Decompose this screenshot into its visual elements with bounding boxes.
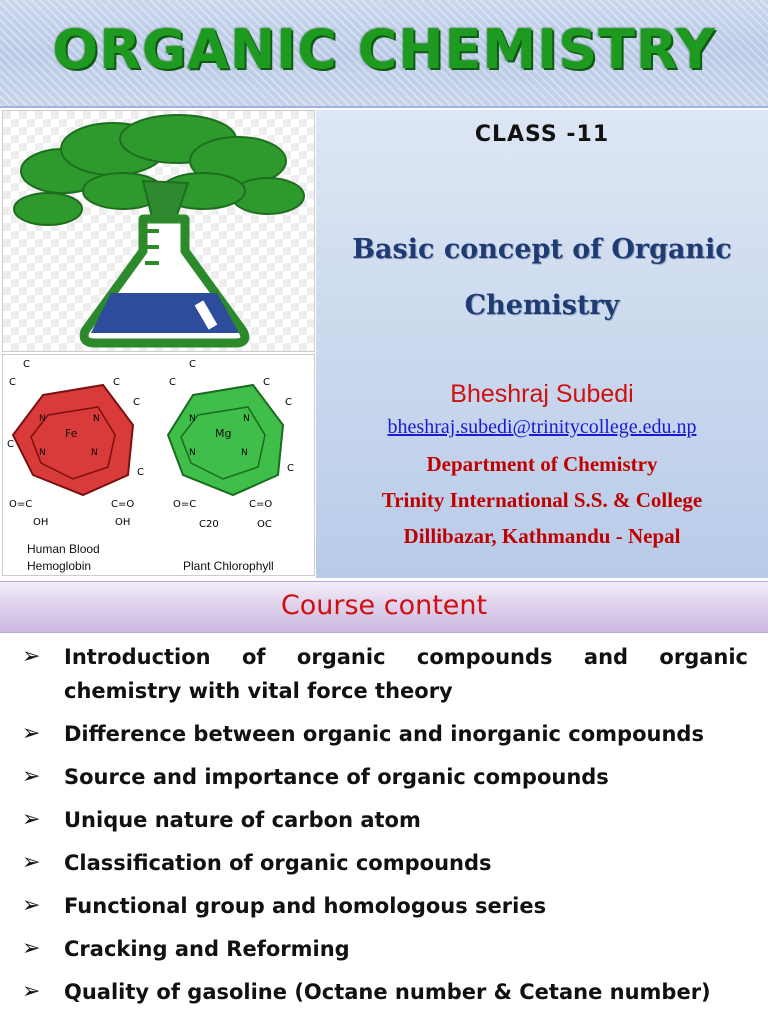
svg-text:N: N [93, 414, 100, 424]
svg-text:OH: OH [115, 517, 130, 528]
course-content-title: Course content [280, 590, 488, 621]
molecule-image: Fe N N N N C C C C C C O=C OH C=O OH Mg … [2, 354, 315, 576]
list-item: ➢Functional group and homologous series [0, 889, 768, 923]
svg-text:C: C [285, 397, 292, 408]
svg-text:C20: C20 [199, 519, 219, 530]
info-panel: CLASS -11 Basic concept of Organic Chemi… [316, 110, 768, 578]
svg-text:N: N [189, 448, 196, 458]
class-label: CLASS -11 [474, 122, 610, 147]
list-item: ➢Cracking and Reforming [0, 932, 768, 966]
svg-text:O=C: O=C [9, 499, 32, 510]
list-item: ➢Introduction of organic compounds and o… [0, 640, 768, 708]
arrow-bullet-icon: ➢ [22, 807, 41, 832]
svg-text:OC: OC [257, 519, 272, 530]
svg-text:C: C [7, 439, 14, 450]
chlorophyll-label: Plant Chlorophyll [183, 559, 274, 573]
svg-text:C: C [113, 377, 120, 388]
svg-text:Mg: Mg [215, 427, 231, 440]
list-item: ➢Quality of gasoline (Octane number & Ce… [0, 975, 768, 1009]
list-item: ➢Difference between organic and inorgani… [0, 717, 768, 751]
arrow-bullet-icon: ➢ [22, 893, 41, 918]
svg-text:N: N [39, 414, 46, 424]
svg-text:N: N [189, 414, 196, 424]
arrow-bullet-icon: ➢ [22, 764, 41, 789]
svg-text:C: C [137, 467, 144, 478]
svg-text:O=C: O=C [173, 499, 196, 510]
svg-text:C: C [189, 359, 196, 370]
list-item: ➢Classification of organic compounds [0, 846, 768, 880]
list-item: ➢Source and importance of organic compou… [0, 760, 768, 794]
arrow-bullet-icon: ➢ [22, 979, 41, 1004]
page-title: ORGANIC CHEMISTRY [52, 18, 716, 81]
chlorophyll-structure: Mg N N N N C C C C C O=C C20 C=O OC [166, 359, 294, 530]
svg-text:C: C [263, 377, 270, 388]
svg-text:C: C [9, 377, 16, 388]
course-content-header: Course content [0, 581, 768, 633]
course-content-list: ➢Introduction of organic compounds and o… [0, 640, 768, 1018]
svg-text:C: C [23, 359, 30, 370]
author-name: Bheshraj Subedi [450, 380, 634, 408]
subtitle-line-1: Basic concept of Organic [352, 234, 732, 265]
subtitle-line-2: Chemistry [464, 290, 620, 321]
svg-text:C=O: C=O [111, 499, 134, 510]
svg-text:C: C [169, 377, 176, 388]
hemoglobin-structure: Fe N N N N C C C C C C O=C OH C=O OH [7, 359, 144, 528]
svg-text:N: N [241, 448, 248, 458]
porphyrin-molecules-icon: Fe N N N N C C C C C C O=C OH C=O OH Mg … [7, 359, 294, 573]
list-item: ➢Unique nature of carbon atom [0, 803, 768, 837]
hemoglobin-label-2: Hemoglobin [27, 559, 91, 573]
tree-flask-icon [13, 114, 305, 348]
department: Department of Chemistry [426, 452, 658, 476]
svg-text:N: N [91, 448, 98, 458]
arrow-bullet-icon: ➢ [22, 936, 41, 961]
arrow-bullet-icon: ➢ [22, 721, 41, 746]
tree-flask-image [2, 110, 315, 352]
subtitle: Basic concept of Organic Chemistry [316, 222, 768, 334]
svg-text:C=O: C=O [249, 499, 272, 510]
svg-text:OH: OH [33, 517, 48, 528]
email-link[interactable]: bheshraj.subedi@trinitycollege.edu.np [387, 416, 697, 438]
svg-text:N: N [243, 414, 250, 424]
svg-text:C: C [133, 397, 140, 408]
header-band: ORGANIC CHEMISTRY [0, 0, 768, 108]
institution: Trinity International S.S. & College [381, 488, 703, 512]
arrow-bullet-icon: ➢ [22, 644, 41, 669]
svg-text:Fe: Fe [65, 427, 78, 440]
svg-text:C: C [287, 463, 294, 474]
arrow-bullet-icon: ➢ [22, 850, 41, 875]
address: Dillibazar, Kathmandu - Nepal [403, 524, 681, 548]
hemoglobin-label: Human Blood [27, 542, 100, 556]
svg-text:N: N [39, 448, 46, 458]
